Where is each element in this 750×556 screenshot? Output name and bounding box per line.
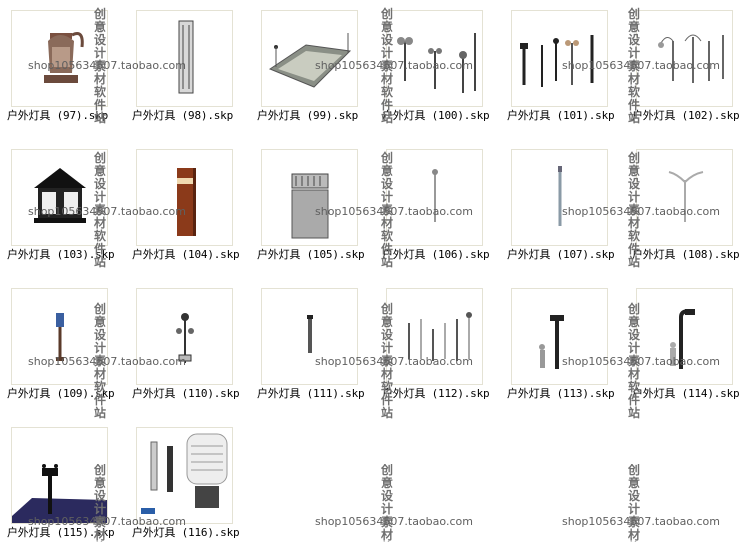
watermark-shop-url: shop105634507.taobao.com: [562, 59, 720, 72]
watermark-vertical-text: 创意设计素材软件站: [627, 7, 640, 125]
lamp-with-figure-icon[interactable]: [511, 288, 608, 385]
watermark-shop-url: shop105634507.taobao.com: [28, 355, 186, 368]
file-thumbnail-grid: 户外灯具 (97).skp 户外灯具 (98).skp 户外灯具 (99).skp 户…: [0, 0, 750, 539]
tall-pole-light-icon[interactable]: [386, 149, 483, 246]
file-name-label: 户外灯具 (110).skp: [132, 387, 240, 400]
lamp-on-plaza-icon[interactable]: [11, 427, 108, 524]
file-item[interactable]: 户外灯具 (115).skp: [0, 417, 125, 556]
lawn-light-render-icon[interactable]: [136, 427, 233, 524]
thin-bollard-icon[interactable]: [261, 288, 358, 385]
file-item[interactable]: 户外灯具 (107).skp: [500, 139, 625, 278]
file-name-label: 户外灯具 (102).skp: [632, 109, 740, 122]
watermark-shop-url: shop105634507.taobao.com: [562, 355, 720, 368]
hook-lamp-with-figure-icon[interactable]: [636, 288, 733, 385]
file-item[interactable]: 户外灯具 (101).skp: [500, 0, 625, 139]
file-item[interactable]: 户外灯具 (100).skp: [375, 0, 500, 139]
file-name-label: 户外灯具 (103).skp: [7, 248, 115, 261]
ornate-wall-lantern-icon[interactable]: [11, 10, 108, 107]
watermark-vertical-text: 创意设计素材软件站: [93, 151, 106, 269]
lit-pathway-model-icon[interactable]: [261, 10, 358, 107]
file-name-label: 户外灯具 (100).skp: [382, 109, 490, 122]
file-item[interactable]: 户外灯具 (104).skp: [125, 139, 250, 278]
file-item[interactable]: 户外灯具 (112).skp: [375, 278, 500, 417]
file-name-label: 户外灯具 (97).skp: [7, 109, 109, 122]
black-lantern-icon[interactable]: [11, 149, 108, 246]
watermark-shop-url: shop105634507.taobao.com: [28, 515, 186, 528]
file-name-label: 户外灯具 (114).skp: [632, 387, 740, 400]
file-name-label: 户外灯具 (106).skp: [382, 248, 490, 261]
file-name-label: 户外灯具 (113).skp: [507, 387, 615, 400]
slim-pole-light-icon[interactable]: [511, 149, 608, 246]
street-lamp-set-icon[interactable]: [386, 10, 483, 107]
watermark-shop-url: shop105634507.taobao.com: [315, 205, 473, 218]
file-item[interactable]: 户外灯具 (116).skp: [125, 417, 250, 556]
pillar-lamp-icon[interactable]: [261, 149, 358, 246]
file-item[interactable]: 户外灯具 (99).skp: [250, 0, 375, 139]
file-name-label: 户外灯具 (111).skp: [257, 387, 365, 400]
file-name-label: 户外灯具 (105).skp: [257, 248, 365, 261]
watermark-vertical-text: 创意设计素材软件站: [380, 7, 393, 125]
watermark-vertical-text: 创意设计素材软件站: [627, 464, 640, 542]
watermark-vertical-text: 创意设计素材软件站: [93, 7, 106, 125]
file-item[interactable]: 户外灯具 (109).skp: [0, 278, 125, 417]
watermark-shop-url: shop105634507.taobao.com: [315, 355, 473, 368]
watermark-shop-url: shop105634507.taobao.com: [315, 515, 473, 528]
watermark-vertical-text: 创意设计素材软件站: [627, 302, 640, 420]
file-item[interactable]: 户外灯具 (105).skp: [250, 139, 375, 278]
file-name-label: 户外灯具 (101).skp: [507, 109, 615, 122]
watermark-vertical-text: 创意设计素材软件站: [380, 302, 393, 420]
watermark-shop-url: shop105634507.taobao.com: [28, 59, 186, 72]
garden-lamp-icon[interactable]: [11, 288, 108, 385]
double-arm-street-light-icon[interactable]: [636, 149, 733, 246]
file-item[interactable]: 户外灯具 (103).skp: [0, 139, 125, 278]
file-item[interactable]: 户外灯具 (106).skp: [375, 139, 500, 278]
watermark-vertical-text: 创意设计素材软件站: [380, 151, 393, 269]
file-name-label: 户外灯具 (108).skp: [632, 248, 740, 261]
file-name-label: 户外灯具 (115).skp: [7, 526, 115, 539]
file-item[interactable]: 户外灯具 (114).skp: [625, 278, 750, 417]
file-name-label: 户外灯具 (107).skp: [507, 248, 615, 261]
watermark-shop-url: shop105634507.taobao.com: [562, 515, 720, 528]
lamp-post-collection-icon[interactable]: [511, 10, 608, 107]
ornate-garden-lamp-icon[interactable]: [136, 288, 233, 385]
watermark-vertical-text: 创意设计素材软件站: [93, 302, 106, 420]
watermark-shop-url: shop105634507.taobao.com: [315, 59, 473, 72]
file-item[interactable]: 户外灯具 (111).skp: [250, 278, 375, 417]
file-item[interactable]: 户外灯具 (97).skp: [0, 0, 125, 139]
decorative-lamp-posts-icon[interactable]: [636, 10, 733, 107]
bollard-light-icon[interactable]: [136, 10, 233, 107]
watermark-vertical-text: 创意设计素材软件站: [380, 464, 393, 542]
file-item[interactable]: 户外灯具 (98).skp: [125, 0, 250, 139]
watermark-shop-url: shop105634507.taobao.com: [562, 205, 720, 218]
file-item[interactable]: 户外灯具 (110).skp: [125, 278, 250, 417]
file-item[interactable]: 户外灯具 (108).skp: [625, 139, 750, 278]
file-item[interactable]: 户外灯具 (102).skp: [625, 0, 750, 139]
wooden-bollard-icon[interactable]: [136, 149, 233, 246]
file-name-label: 户外灯具 (116).skp: [132, 526, 240, 539]
file-item[interactable]: 户外灯具 (113).skp: [500, 278, 625, 417]
file-name-label: 户外灯具 (104).skp: [132, 248, 240, 261]
file-name-label: 户外灯具 (98).skp: [132, 109, 234, 122]
watermark-vertical-text: 创意设计素材软件站: [627, 151, 640, 269]
file-name-label: 户外灯具 (109).skp: [7, 387, 115, 400]
watermark-vertical-text: 创意设计素材软件站: [93, 464, 106, 542]
lamp-variety-set-icon[interactable]: [386, 288, 483, 385]
file-name-label: 户外灯具 (112).skp: [382, 387, 490, 400]
file-name-label: 户外灯具 (99).skp: [257, 109, 359, 122]
watermark-shop-url: shop105634507.taobao.com: [28, 205, 186, 218]
